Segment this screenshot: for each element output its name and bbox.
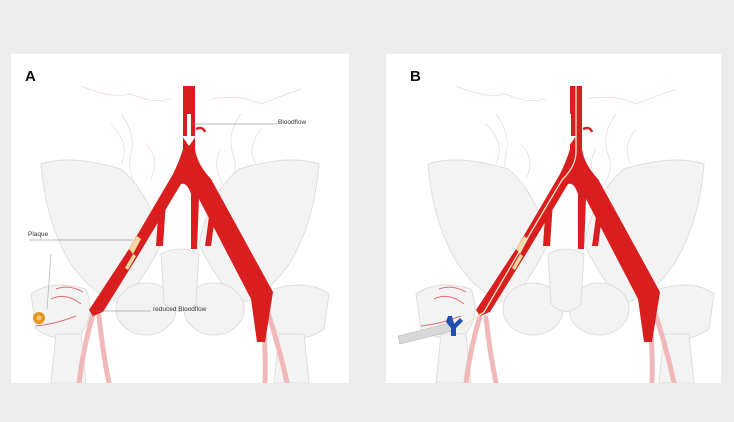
guidewire [457, 86, 577, 331]
sheath-valve-icon [446, 316, 463, 336]
panel-letter-b: B [410, 68, 421, 85]
anatomy-illustration-a [29, 85, 330, 383]
label-reduced-bloodflow: reduced Bloodflow [153, 306, 207, 313]
label-bloodflow: Bloodflow [278, 119, 307, 126]
panel-b: B [386, 54, 721, 383]
panel-a: A Bloodflow Plaque reduced Bloodflow [11, 54, 349, 383]
label-plaque: Plaque [28, 231, 49, 238]
anatomy-illustration-b [397, 85, 715, 383]
panel-letter-a: A [25, 68, 36, 85]
